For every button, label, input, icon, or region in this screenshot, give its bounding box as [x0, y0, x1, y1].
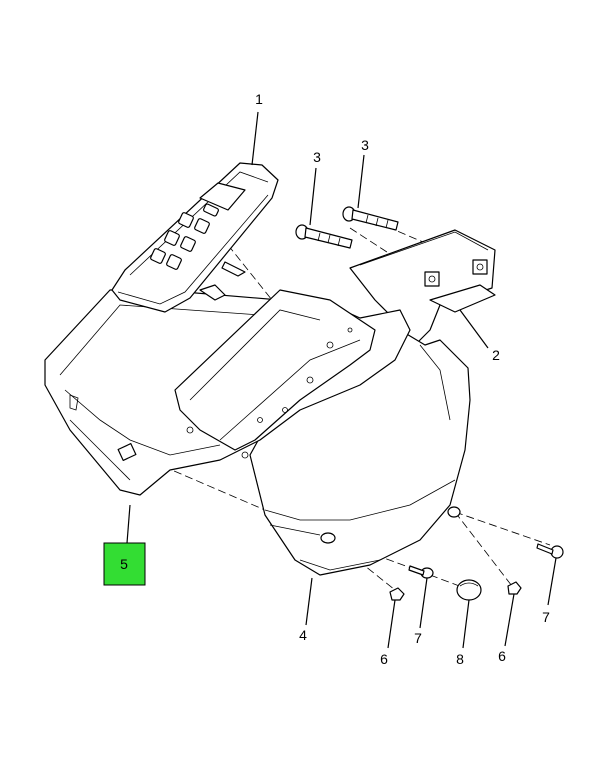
part-8-cap [456, 579, 482, 601]
part-2-bracket [349, 229, 496, 346]
callout-6-left: 6 [380, 651, 388, 667]
callout-4: 4 [299, 627, 307, 643]
part-1-keypad-module [111, 162, 279, 313]
callout-6-right: 6 [498, 648, 506, 664]
callout-3-left: 3 [313, 149, 321, 165]
part-7-screw-left [408, 565, 434, 579]
callout-2: 2 [492, 347, 500, 363]
part-6-clip-right [507, 581, 522, 595]
callout-5[interactable]: 5 [120, 556, 128, 572]
inner-mounting-plate [174, 289, 376, 459]
callout-7-right: 7 [542, 609, 550, 625]
callout-7-left: 7 [414, 630, 422, 646]
part-7-screw-right [536, 543, 564, 559]
callout-1: 1 [255, 91, 263, 107]
callout-labels: 1 3 3 2 4 5 6 7 8 6 7 [120, 91, 550, 667]
leader-lines [126, 111, 557, 649]
part-5-highlight-box[interactable] [103, 542, 146, 586]
part-3-bolt-right [342, 206, 399, 231]
callout-3-right: 3 [361, 137, 369, 153]
part-3-bolt-left [295, 224, 353, 249]
part-6-clip-left [389, 587, 405, 601]
callout-8: 8 [456, 651, 464, 667]
